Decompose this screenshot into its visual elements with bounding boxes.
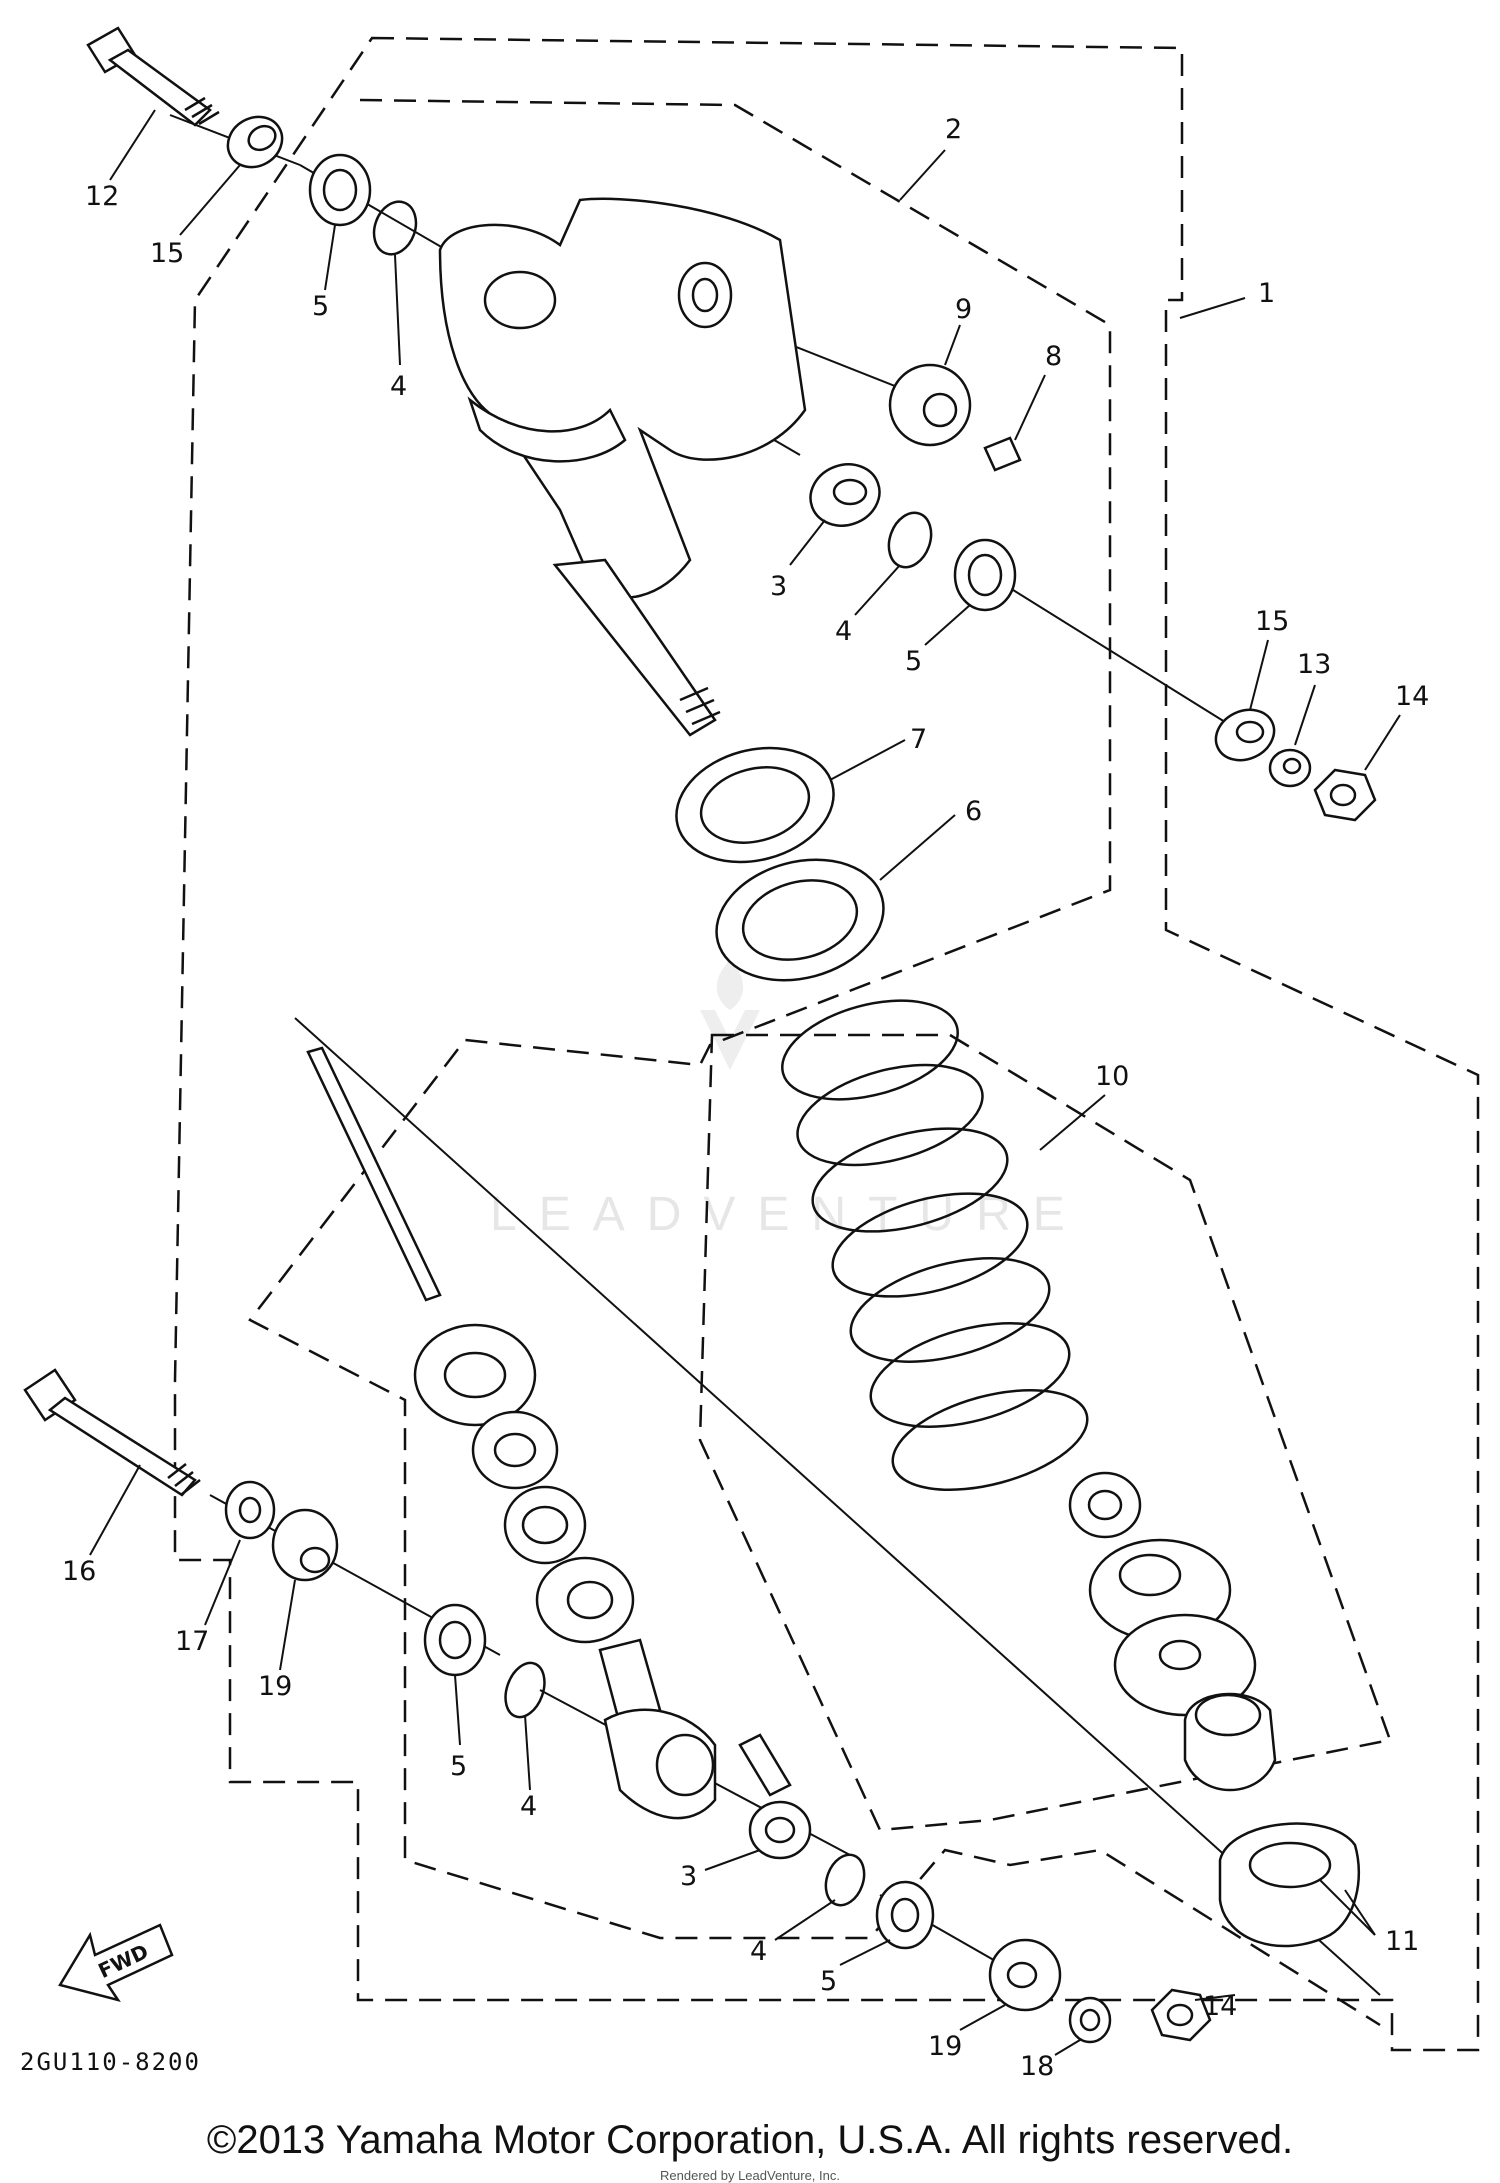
adjust-nut-6-icon: [715, 858, 885, 982]
watermark-text: LEADVENTURE: [490, 1188, 1087, 1241]
bump-stop-11-icon: [1218, 1822, 1376, 1948]
spring-10-icon: [781, 999, 1089, 1492]
circlip-4c-icon: [504, 1661, 546, 1719]
label-4a: 4: [390, 371, 407, 402]
label-6: 6: [965, 796, 982, 827]
bushing-3b-icon: [748, 1800, 812, 1860]
spring-seat-icon: [1068, 1471, 1277, 1792]
label-5b: 5: [905, 646, 922, 677]
label-11: 11: [1385, 1926, 1419, 1957]
spring-box-boundary: [698, 1033, 1392, 1832]
rod-icon: [306, 1046, 442, 1302]
circlip-4d-icon: [824, 1853, 866, 1907]
washer-18-icon: [1068, 1996, 1112, 2044]
assembly-2-boundary: [248, 98, 1381, 2027]
label-5c: 5: [450, 1751, 467, 1782]
leadventure-watermark: LEADVENTURE: [490, 960, 1087, 1241]
label-5d: 5: [820, 1966, 837, 1997]
assembly-1-boundary: [173, 36, 1480, 2052]
lower-eye-icon: [598, 1638, 792, 1820]
collar-19b-icon: [988, 1938, 1062, 2012]
label-3b: 3: [680, 1861, 697, 1892]
label-13: 13: [1297, 649, 1331, 680]
label-18: 18: [1020, 2051, 1054, 2082]
rendered-by-note: Rendered by LeadVenture, Inc.: [660, 2168, 840, 2183]
bearing-5-icon: [308, 153, 372, 227]
bearing-5b-icon: [953, 538, 1017, 612]
bushing-3-icon: [809, 463, 881, 527]
label-4c: 4: [520, 1791, 537, 1822]
collar-15b-icon: [1214, 708, 1276, 762]
label-14a: 14: [1395, 681, 1429, 712]
label-2: 2: [945, 114, 962, 145]
collar-15-icon: [226, 115, 284, 169]
collar-19-icon: [271, 1508, 339, 1582]
label-16: 16: [62, 1556, 96, 1587]
lower-seal-stack-icon: [413, 1323, 635, 1644]
label-3a: 3: [770, 571, 787, 602]
locknut-7-icon: [675, 746, 835, 864]
copyright-notice: ©2013 Yamaha Motor Corporation, U.S.A. A…: [206, 2118, 1294, 2162]
bearing-5c-icon: [423, 1603, 487, 1677]
label-15b: 15: [1255, 606, 1289, 637]
label-19b: 19: [928, 2031, 962, 2062]
label-5a: 5: [312, 291, 329, 322]
label-7: 7: [910, 724, 927, 755]
callout-labels: 1 2 3 3 4 4 4 4 5 5 5 5 6 7 8 9 10 11 12: [62, 109, 1429, 2082]
circlip-4b-icon: [887, 511, 933, 569]
label-9: 9: [955, 294, 972, 325]
washer-17-icon: [224, 1480, 276, 1540]
label-12: 12: [85, 181, 119, 212]
label-15a: 15: [150, 238, 184, 269]
bolt-12-icon: [86, 26, 220, 127]
nut-14b-icon: [1150, 1988, 1212, 2042]
fwd-arrow-icon: FWD: [58, 1923, 174, 2003]
nut-14-icon: [1313, 768, 1377, 822]
label-10: 10: [1095, 1061, 1129, 1092]
label-8: 8: [1045, 341, 1062, 372]
bearing-5d-icon: [875, 1880, 935, 1950]
label-19a: 19: [258, 1671, 292, 1702]
drawing-code: 2GU110-8200: [20, 2048, 201, 2076]
label-4d: 4: [750, 1936, 767, 1967]
adjuster-9-icon: [888, 363, 972, 447]
label-1: 1: [1258, 278, 1275, 309]
screw-8-icon: [983, 436, 1022, 472]
circlip-4-icon: [372, 200, 418, 256]
label-4b: 4: [835, 616, 852, 647]
label-17: 17: [175, 1626, 209, 1657]
shock-absorber-icon: [438, 197, 807, 737]
washer-13-icon: [1268, 748, 1312, 788]
